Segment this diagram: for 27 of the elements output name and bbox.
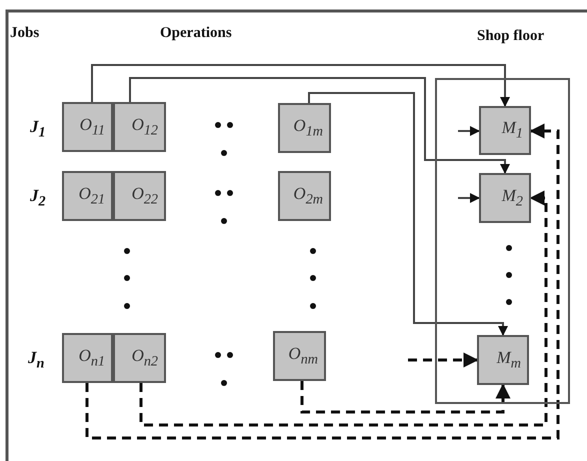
job-label: J$_{1}$ — [30, 117, 46, 142]
operation-box: O$_{11}$ — [62, 102, 113, 152]
connector-arrow — [86, 124, 560, 440]
operation-box: O$_{nm}$ — [273, 331, 326, 381]
operation-box: O$_{21}$ — [62, 171, 113, 221]
group-heading: Shop floor — [477, 28, 544, 45]
connector-arrow — [308, 92, 508, 336]
connector-arrow — [129, 77, 510, 174]
operation-box: O$_{1m}$ — [278, 103, 331, 153]
connector-arrow — [458, 126, 480, 136]
machine-box: M$_{2}$ — [479, 173, 531, 223]
operation-box: O$_{n2}$ — [113, 333, 166, 383]
machine-box: M$_{1}$ — [479, 106, 531, 155]
job-label: J$_{n}$ — [28, 348, 44, 372]
connector-arrow — [91, 64, 510, 107]
operation-box: O$_{12}$ — [113, 102, 166, 152]
connector-arrow — [140, 190, 548, 426]
operation-box: O$_{2m}$ — [278, 171, 331, 221]
column-heading: Operations — [160, 25, 232, 42]
connector-arrow — [408, 352, 478, 368]
connector-arrow — [300, 381, 510, 414]
operation-box: O$_{22}$ — [113, 171, 166, 221]
operation-box: O$_{n1}$ — [62, 333, 113, 383]
machine-box: M$_{m}$ — [477, 335, 529, 385]
column-heading: Jobs — [10, 25, 40, 42]
job-label: J$_{2}$ — [30, 186, 46, 210]
connector-arrow — [458, 193, 480, 203]
